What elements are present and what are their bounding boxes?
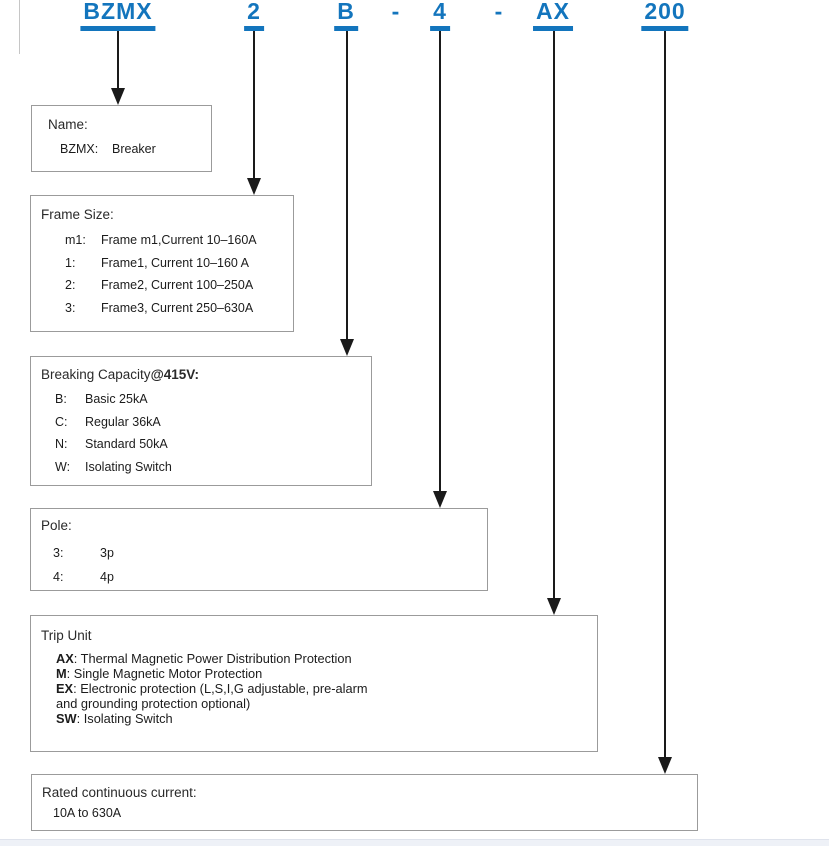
code-segment-pole: 4 bbox=[430, 0, 450, 32]
page-footer-bar bbox=[0, 839, 829, 846]
arrow-down-icon bbox=[247, 178, 261, 195]
item-description: : Electronic protection (L,S,I,G adjusta… bbox=[73, 680, 368, 696]
list-item: EX: Electronic protection (L,S,I,G adjus… bbox=[56, 680, 597, 697]
list-item: W: Isolating Switch bbox=[55, 456, 371, 479]
item-description: 3p bbox=[100, 546, 114, 560]
arrow-down-icon bbox=[340, 339, 354, 356]
item-code: M bbox=[56, 665, 67, 681]
item-code: EX bbox=[56, 680, 74, 696]
item-list: AX: Thermal Magnetic Power Distribution … bbox=[56, 651, 597, 727]
item-code: 3: bbox=[65, 300, 76, 315]
box-title-bold: @415V: bbox=[150, 367, 200, 382]
item-code: 4: bbox=[53, 570, 64, 584]
item-code: B: bbox=[55, 392, 67, 406]
item-list: m1: Frame m1,Current 10–160A 1: Frame1, Cu… bbox=[65, 229, 293, 319]
code-segment-label: BZMX bbox=[80, 0, 156, 32]
rated-current-box: Rated continuous current: 10A to 630A bbox=[31, 774, 698, 831]
item-description: : Thermal Magnetic Power Distribution Pr… bbox=[73, 651, 352, 666]
code-segment-label: 4 bbox=[430, 0, 450, 32]
item-description: Standard 50kA bbox=[85, 437, 168, 451]
connector-line-name bbox=[117, 31, 119, 88]
code-segment-breaking-capacity: B bbox=[334, 0, 358, 32]
list-item: M: Single Magnetic Motor Protection bbox=[56, 665, 597, 682]
item-description: 4p bbox=[100, 570, 114, 584]
trip-unit-box: Trip Unit AX: Thermal Magnetic Power Dis… bbox=[30, 615, 598, 752]
code-segment-label: AX bbox=[533, 0, 573, 32]
item-code: AX bbox=[56, 651, 74, 666]
box-title: Name: bbox=[48, 117, 88, 132]
code-segment-label: 2 bbox=[244, 0, 264, 32]
dash-separator: - bbox=[494, 0, 504, 24]
arrow-down-icon bbox=[658, 757, 672, 774]
item-description: Breaker bbox=[112, 142, 156, 156]
item-code: BZMX: bbox=[60, 142, 99, 156]
frame-size-box: Frame Size: m1: Frame m1,Current 10–160A … bbox=[30, 195, 294, 332]
box-title: Trip Unit bbox=[41, 628, 92, 643]
arrow-down-icon bbox=[433, 491, 447, 508]
code-segment-separator: - bbox=[392, 0, 401, 24]
list-item: 3: 3p bbox=[53, 541, 487, 565]
item-code: 3: bbox=[53, 546, 64, 560]
list-item: 2: Frame2, Current 100–250A bbox=[65, 274, 293, 297]
dash-separator: - bbox=[391, 0, 401, 24]
list-item: SW: Isolating Switch bbox=[56, 710, 597, 727]
connector-line-trip-unit bbox=[553, 31, 555, 598]
item-description: Frame m1,Current 10–160A bbox=[101, 233, 257, 247]
item-list: B: Basic 25kA C: Regular 36kA N: Standard 5… bbox=[55, 388, 371, 478]
list-item: 4: 4p bbox=[53, 565, 487, 589]
box-title: Breaking Capacity@415V: bbox=[41, 367, 371, 382]
item-code: m1: bbox=[65, 233, 86, 247]
code-segment-label: 200 bbox=[641, 0, 689, 32]
arrow-down-icon bbox=[547, 598, 561, 615]
connector-line-pole bbox=[439, 31, 441, 491]
list-item: 1: Frame1, Current 10–160 A bbox=[65, 252, 293, 275]
item-description: Isolating Switch bbox=[85, 459, 172, 474]
code-segment-label: B bbox=[334, 0, 358, 32]
item-description: and grounding protection optional) bbox=[56, 695, 251, 711]
item-list: 3: 3p 4: 4p bbox=[53, 541, 487, 589]
item-description: Basic 25kA bbox=[85, 392, 148, 406]
code-segment-frame-size: 2 bbox=[244, 0, 264, 32]
list-item: AX: Thermal Magnetic Power Distribution … bbox=[56, 651, 597, 667]
item-description: 10A to 630A bbox=[53, 806, 122, 820]
item-code: 2: bbox=[65, 278, 76, 292]
list-item: 3: Frame3, Current 250–630A bbox=[65, 297, 293, 320]
code-segment-trip-unit: AX bbox=[533, 0, 573, 32]
connector-line-rated-current bbox=[664, 31, 666, 757]
name-box: Name: BZMX: Breaker bbox=[31, 105, 212, 172]
box-title: Frame Size: bbox=[41, 207, 114, 222]
item-description: Regular 36kA bbox=[85, 414, 161, 429]
list-item: B: Basic 25kA bbox=[55, 388, 371, 411]
page-border-fragment bbox=[19, 0, 20, 54]
item-description: Frame2, Current 100–250A bbox=[101, 278, 254, 292]
list-item: 10A to 630A bbox=[53, 806, 697, 820]
item-description: : Isolating Switch bbox=[76, 710, 173, 726]
arrow-down-icon bbox=[111, 88, 125, 105]
box-title: Pole: bbox=[41, 518, 72, 533]
item-code: W: bbox=[55, 459, 71, 474]
list-item: N: Standard 50kA bbox=[55, 433, 371, 456]
item-code: SW bbox=[56, 710, 77, 726]
list-item: C: Regular 36kA bbox=[55, 411, 371, 434]
item-code: C: bbox=[55, 414, 68, 429]
item-description: : Single Magnetic Motor Protection bbox=[66, 665, 263, 681]
list-item: m1: Frame m1,Current 10–160A bbox=[65, 229, 293, 252]
pole-box: Pole: 3: 3p 4: 4p bbox=[30, 508, 488, 591]
box-title: Rated continuous current: bbox=[42, 785, 197, 800]
item-code: N: bbox=[55, 437, 68, 451]
item-code: 1: bbox=[65, 255, 76, 270]
code-segment-separator: - bbox=[495, 0, 504, 24]
code-segment-name: BZMX bbox=[80, 0, 156, 32]
connector-line-breaking-capacity bbox=[346, 31, 348, 339]
item-description: Frame3, Current 250–630A bbox=[101, 300, 254, 315]
code-segment-rated-current: 200 bbox=[641, 0, 689, 32]
list-item: and grounding protection optional) bbox=[56, 695, 597, 712]
connector-line-frame-size bbox=[253, 31, 255, 178]
item-description: Frame1, Current 10–160 A bbox=[101, 255, 249, 270]
breaking-capacity-box: Breaking Capacity@415V: B: Basic 25kA C: R… bbox=[30, 356, 372, 486]
box-title-regular: Breaking Capacity bbox=[41, 367, 151, 382]
list-item: BZMX: Breaker bbox=[60, 142, 211, 156]
